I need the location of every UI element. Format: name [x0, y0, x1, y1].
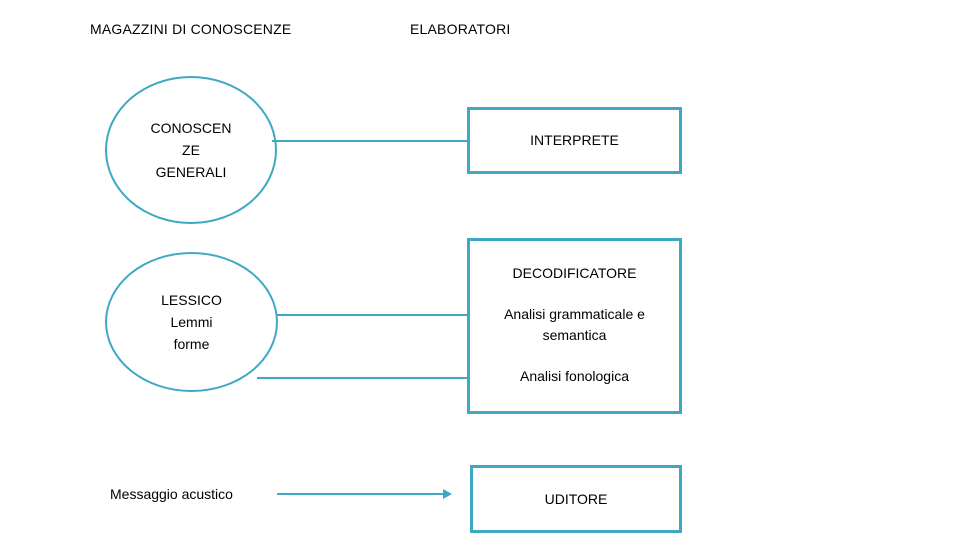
node-listener-label: UDITORE: [544, 490, 608, 507]
connector-lexicon-to-decoder-upper: [277, 314, 469, 316]
node-interpreter-label: INTERPRETE: [530, 132, 619, 148]
node-lexicon[interactable]: LESSICO Lemmi forme: [105, 252, 278, 392]
node-general-knowledge-label: CONOSCEN ZE GENERALI: [150, 120, 232, 180]
node-interpreter[interactable]: INTERPRETE: [467, 107, 682, 174]
connector-acoustic-message-to-listener: [277, 493, 445, 495]
arrow-right-icon: [443, 489, 452, 499]
connector-general-knowledge-to-interpreter: [272, 140, 469, 142]
node-general-knowledge[interactable]: CONOSCEN ZE GENERALI: [105, 76, 277, 224]
node-lexicon-label: LESSICO Lemmi forme: [161, 292, 222, 352]
column-header-knowledge-stores: MAGAZZINI DI CONOSCENZE: [90, 21, 292, 37]
column-header-processors: ELABORATORI: [410, 21, 511, 37]
connector-lexicon-to-decoder-lower: [257, 377, 469, 379]
label-acoustic-message: Messaggio acustico: [110, 486, 233, 502]
node-decoder-phonological-analysis: Analisi fonologica: [520, 368, 629, 384]
node-decoder[interactable]: DECODIFICATORE Analisi grammaticale e se…: [467, 238, 682, 414]
node-decoder-grammatical-semantic-analysis: Analisi grammaticale e semantica: [504, 306, 645, 343]
node-decoder-title: DECODIFICATORE: [512, 265, 637, 281]
node-listener[interactable]: UDITORE: [470, 465, 682, 533]
